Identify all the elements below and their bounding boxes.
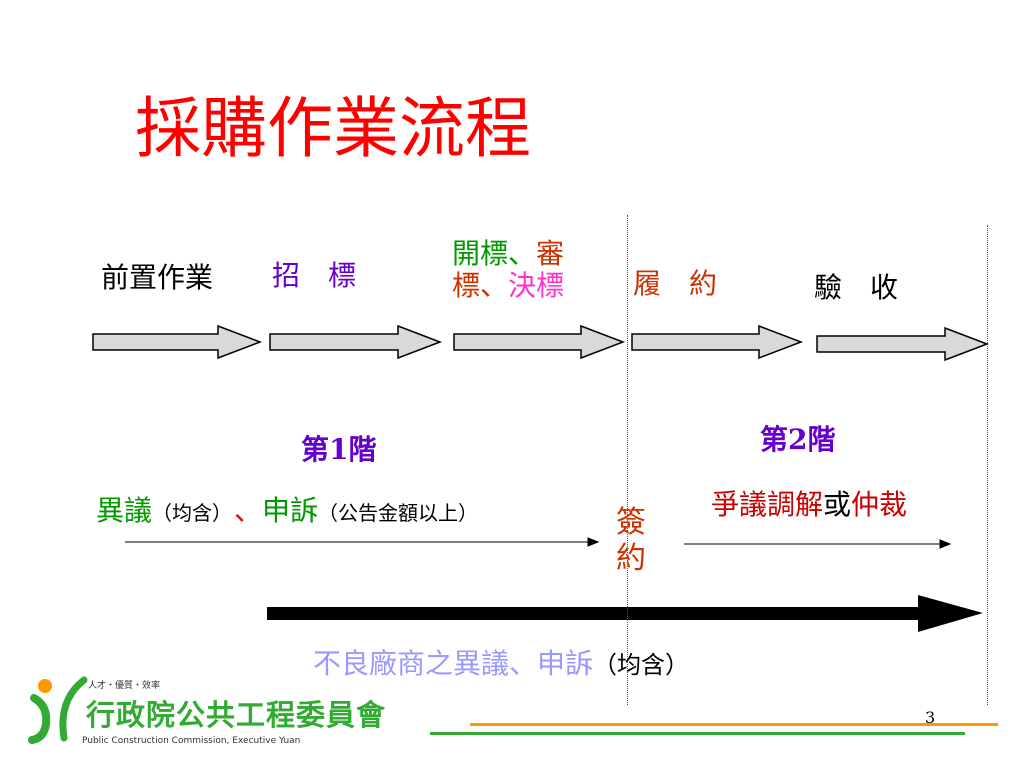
bad-vendor-arrow-shaft	[267, 607, 920, 620]
objection-note: （均含）	[152, 501, 223, 525]
stage-review-label: 審	[536, 237, 565, 270]
objection-separator: 、	[234, 494, 263, 527]
logo-name: 行政院公共工程委員會	[86, 698, 387, 732]
bad-vendor-text: 不良廠商之異議、申訴（均含）	[313, 642, 689, 682]
divider-sign	[627, 215, 628, 705]
stage-open-label-1: 開標、	[452, 237, 537, 270]
sign-char-top: 簽	[616, 505, 646, 540]
dispute-arbitration-label: 仲裁	[851, 488, 908, 521]
divider-end	[987, 225, 988, 705]
objection-text: 異議（均含） 、申訴（公告金額以上）	[96, 489, 478, 529]
page-title: 採購作業流程	[135, 90, 531, 167]
flow-arrow-2	[269, 324, 443, 360]
logo-english: Public Construction Commission, Executiv…	[82, 736, 301, 746]
appeal-note: （公告金額以上）	[318, 501, 479, 525]
phase-1-label: 第1階	[301, 433, 377, 466]
dispute-text: 爭議調解或仲裁	[711, 483, 907, 523]
phase-2-label: 第2階	[760, 423, 836, 456]
pcc-logo-icon	[28, 676, 88, 744]
appeal-label: 申訴	[262, 494, 319, 527]
flow-arrow-1	[92, 324, 263, 360]
stage-pre: 前置作業	[101, 261, 214, 294]
bad-vendor-arrow-head	[918, 595, 983, 632]
stage-perform: 履 約	[633, 267, 718, 300]
page-number: 3	[925, 708, 936, 727]
dispute-or-label: 或	[823, 488, 852, 521]
sign-char-bottom: 約	[616, 541, 646, 576]
stage-tender: 招 標	[272, 259, 357, 292]
objection-label: 異議	[96, 494, 153, 527]
stage-award-label: 決標	[508, 269, 565, 303]
flow-arrow-3	[453, 324, 626, 360]
footer-bar-green	[430, 732, 965, 735]
dispute-arrow-head	[939, 539, 952, 549]
flow-arrow-5	[816, 326, 990, 362]
footer-bar-orange	[470, 723, 998, 726]
objection-arrow-head	[587, 537, 600, 547]
bad-vendor-label: 不良廠商之異議、申訴	[313, 647, 594, 680]
bad-vendor-note: （均含）	[593, 651, 690, 679]
dispute-mediation-label: 爭議調解	[711, 488, 824, 521]
logo-tagline: 人才・優質・效率	[88, 681, 161, 691]
stage-open: 開標、審 標、決標	[452, 237, 565, 303]
stage-accept: 驗 收	[814, 271, 899, 304]
stage-review-label-2: 標、	[452, 269, 509, 303]
flow-arrow-4	[631, 324, 804, 360]
sign-contract-label: 簽 約	[616, 505, 646, 577]
